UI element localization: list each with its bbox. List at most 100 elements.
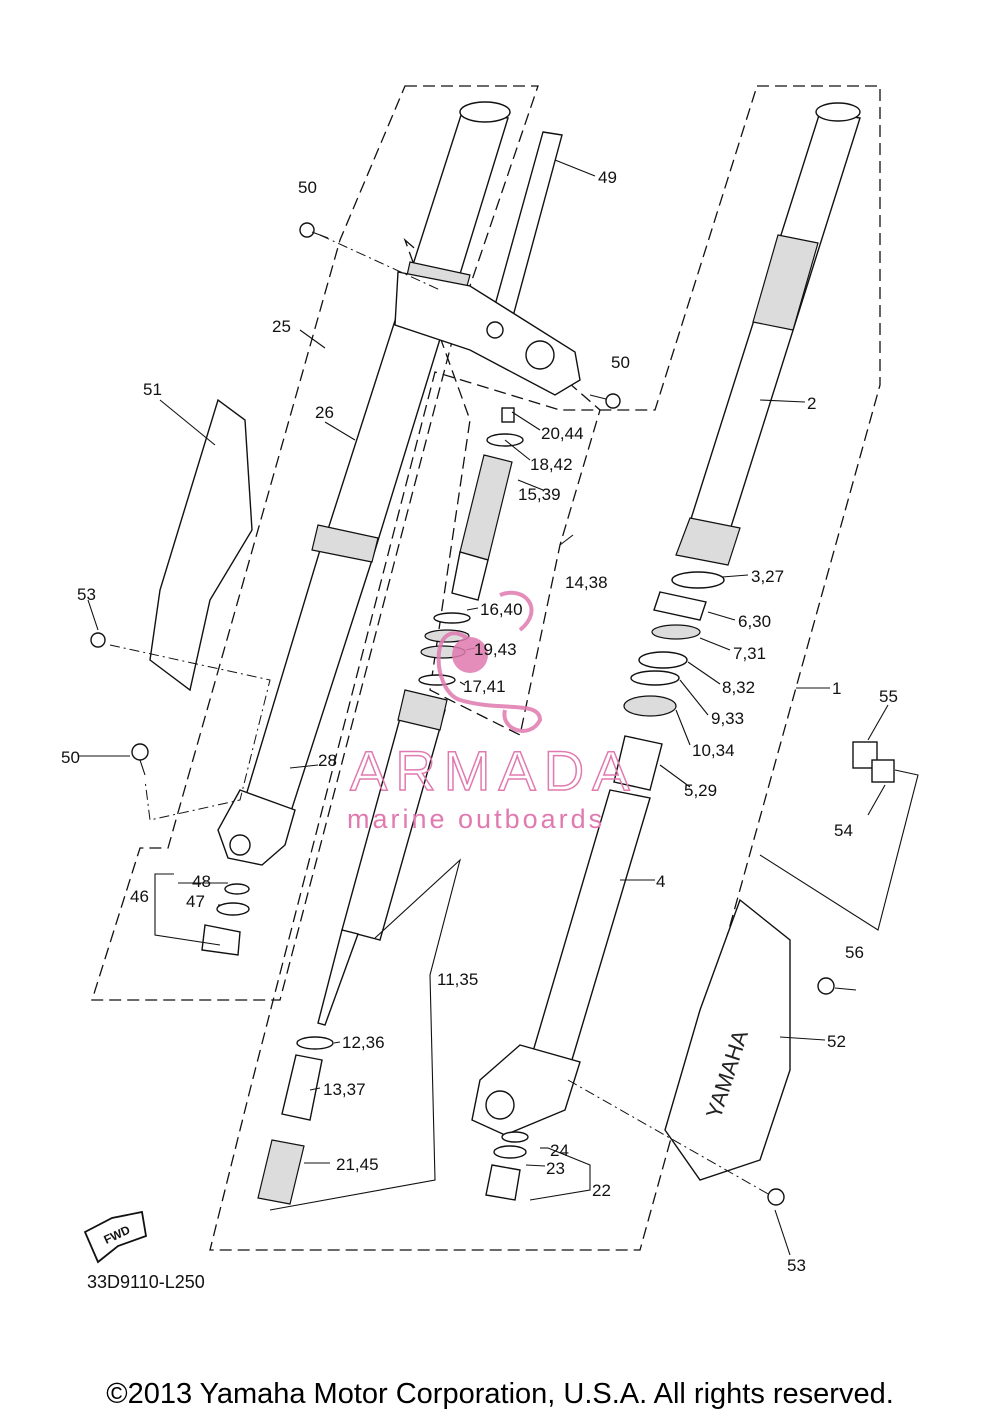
callout-label: 56: [845, 943, 864, 962]
left-dust-seal: [311, 524, 379, 563]
bolt-53-left: [90, 632, 106, 648]
fork-spring-21: [257, 1139, 305, 1205]
washer-8: [638, 651, 688, 669]
callout-label: 53: [787, 1256, 806, 1275]
right-inner-tube-band: [752, 234, 819, 331]
callout-label: 15,39: [518, 485, 561, 504]
bolt-50-right: [589, 393, 621, 409]
washer-23: [493, 1145, 527, 1159]
damper-cartridge: [257, 407, 524, 1205]
callout-labels: 1 2 3,27 4 5,29 6,30 7,31 8,32 9,33 10,3…: [61, 168, 898, 1275]
left-tube-cap: [459, 101, 511, 123]
callout-label: 13,37: [323, 1080, 366, 1099]
callout-label: 51: [143, 380, 162, 399]
cap-bolt-15: [459, 454, 513, 561]
callout-label: 50: [298, 178, 317, 197]
callout-label: 20,44: [541, 424, 584, 443]
base-valve: [451, 551, 489, 601]
callout-label: 1: [832, 679, 841, 698]
washer-47: [216, 902, 250, 916]
left-axle-bolt: [201, 924, 241, 956]
seal-6: [653, 591, 707, 621]
right-axle-bolt: [485, 1164, 521, 1201]
callout-label: 48: [192, 872, 211, 891]
callout-label: 16,40: [480, 600, 523, 619]
callout-label: 8,32: [722, 678, 755, 697]
steering-stem: [491, 131, 563, 321]
watermark-tagline: marine outboards: [347, 804, 605, 834]
callout-label: 54: [834, 821, 853, 840]
damper-rod-lower: [317, 929, 359, 1026]
callout-label: 46: [130, 887, 149, 906]
callout-label: 49: [598, 168, 617, 187]
callout-label: 18,42: [530, 455, 573, 474]
callout-label: 47: [186, 892, 205, 911]
callout-label: 50: [61, 748, 80, 767]
spacer-9: [630, 670, 680, 686]
bolt-56: [817, 977, 835, 995]
callout-label: 12,36: [342, 1033, 385, 1052]
oring-12: [296, 1036, 334, 1050]
callout-label: 50: [611, 353, 630, 372]
watermark-brand: ARMADA: [350, 739, 638, 802]
bracket-hole-b: [486, 321, 504, 339]
axis-line-left: [109, 644, 271, 821]
steering-assembly: [394, 131, 581, 396]
bracket-54: [871, 759, 895, 783]
callout-label: 19,43: [474, 640, 517, 659]
diagram-code: 33D9110-L250: [87, 1272, 205, 1292]
collar-13: [281, 1054, 323, 1121]
callout-label: 22: [592, 1181, 611, 1200]
callout-label: 17,41: [463, 677, 506, 696]
oring-48: [224, 883, 250, 895]
ring-3: [671, 571, 725, 589]
copyright-notice: ©2013 Yamaha Motor Corporation, U.S.A. A…: [106, 1378, 894, 1410]
oring-24: [501, 1131, 529, 1143]
callout-label: 2: [807, 394, 816, 413]
callout-label: 53: [77, 585, 96, 604]
right-axle-hole: [485, 1090, 515, 1120]
callout-label: 6,30: [738, 612, 771, 631]
callout-label: 26: [315, 403, 334, 422]
callout-label: 14,38: [565, 573, 608, 592]
callout-label: 10,34: [692, 741, 735, 760]
bolt-53-bottom: [767, 1188, 785, 1206]
right-dust-seal-zone: [675, 517, 741, 566]
fork-guard-left-51: [149, 398, 253, 692]
armada-logo-mark: [436, 590, 543, 733]
oring-16: [433, 612, 471, 624]
leader-lines: [78, 159, 919, 1256]
callout-label: 11,35: [437, 970, 478, 989]
callout-label: 52: [827, 1032, 846, 1051]
right-axle-bracket: [471, 1044, 581, 1136]
forward-arrow-icon: FWD: [83, 1210, 148, 1264]
callout-label: 7,31: [733, 644, 766, 663]
right-tube-cap: [815, 102, 861, 122]
callout-label: 21,45: [336, 1155, 379, 1174]
bushing-10: [623, 695, 677, 717]
callout-label: 23: [546, 1159, 565, 1178]
bracket-hole-a: [525, 340, 555, 370]
assembly-boundary-inner: [403, 237, 601, 736]
oring-17: [418, 674, 456, 686]
callout-label: 28: [318, 751, 337, 770]
cartridge-top: [397, 689, 448, 731]
clip-7: [651, 624, 701, 640]
axis-line-top: [319, 234, 441, 291]
fork-guard-right-52: [664, 898, 791, 1181]
right-outer-tube: [523, 789, 651, 1091]
callout-label: 25: [272, 317, 291, 336]
callout-label: 24: [550, 1141, 569, 1160]
bolt-50-left: [131, 743, 149, 776]
assembly-boundary-right: [209, 85, 881, 1251]
left-axle-hole: [229, 834, 251, 856]
right-fork-assembly: [471, 102, 861, 1201]
callout-label: 3,27: [751, 567, 784, 586]
callout-label: 55: [879, 687, 898, 706]
callout-label: 5,29: [684, 781, 717, 800]
callout-label: 9,33: [711, 709, 744, 728]
assembly-boundary-left: [91, 85, 539, 1001]
callout-label: 4: [656, 872, 665, 891]
slide-metal-5: [613, 735, 663, 791]
